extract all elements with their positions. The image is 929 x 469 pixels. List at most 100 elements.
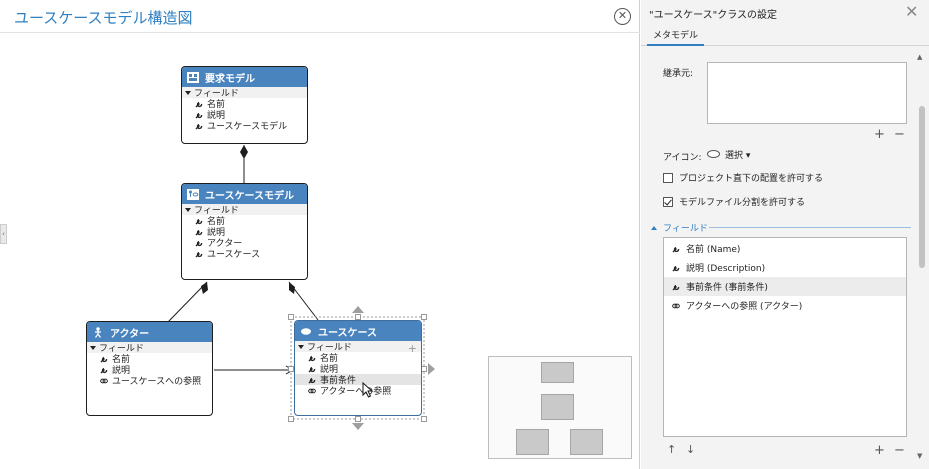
class-node-actor[interactable]: アクター フィールド 名前 説明 ユースケースへの参照	[86, 321, 213, 416]
class-node-requirement-model[interactable]: 要求モデル フィールド 名前 説明 ユースケースモデル	[181, 66, 308, 144]
class-node-header[interactable]: 要求モデル	[182, 67, 307, 87]
fields-toggle[interactable]: フィールド	[182, 87, 307, 99]
resize-handle[interactable]	[355, 416, 361, 422]
field-row[interactable]: 説明	[182, 109, 307, 121]
field-row[interactable]: 説明	[182, 226, 307, 238]
resize-down-arrow	[352, 423, 364, 430]
fields-section-header[interactable]: フィールド	[651, 221, 708, 234]
class-node-header[interactable]: ユースケース	[295, 321, 421, 341]
field-row[interactable]: 名前	[87, 353, 212, 365]
field-row[interactable]: 名前	[182, 98, 307, 110]
field-list-label: アクターへの参照 (アクター)	[686, 302, 803, 312]
resize-handle[interactable]	[421, 314, 427, 320]
ellipse-icon	[301, 327, 311, 335]
resize-handle[interactable]	[355, 314, 361, 320]
checkbox-label: モデルファイル分割を許可する	[679, 198, 806, 208]
resize-handle[interactable]	[288, 416, 294, 422]
close-icon[interactable]: ✕	[614, 8, 631, 25]
field-name: ユースケースモデル	[207, 122, 288, 132]
field-row[interactable]: 名前	[182, 215, 307, 227]
inherit-list[interactable]	[707, 62, 907, 124]
allow-project-root-checkbox-row[interactable]: プロジェクト直下の配置を許可する	[663, 171, 823, 184]
move-up-button[interactable]: ↑	[667, 443, 677, 456]
field-name: ユースケースへの参照	[112, 377, 202, 387]
field-name: 名前	[112, 355, 131, 365]
fields-toggle[interactable]: フィールド	[182, 204, 307, 216]
wrench-icon	[195, 112, 203, 118]
close-icon[interactable]: ✕	[905, 2, 919, 21]
fields-toggle[interactable]: フィールド	[87, 342, 212, 354]
field-name: 名前	[207, 217, 226, 227]
field-row[interactable]: ユースケースへの参照	[87, 375, 212, 387]
link-icon	[100, 378, 108, 383]
resize-handle[interactable]	[421, 416, 427, 422]
scrollbar-thumb[interactable]	[919, 106, 925, 268]
fields-label: フィールド	[307, 343, 352, 353]
class-node-header[interactable]: ユースケースモデル	[182, 184, 307, 204]
wrench-icon	[672, 246, 680, 252]
composition-diamond	[201, 282, 208, 294]
wrench-icon	[672, 265, 680, 271]
wrench-icon	[195, 218, 203, 224]
move-down-button[interactable]: ↓	[686, 443, 696, 456]
fields-section-label: フィールド	[663, 224, 708, 234]
wrench-icon	[100, 356, 108, 362]
field-row[interactable]: 事前条件	[295, 374, 421, 386]
checkbox-label: プロジェクト直下の配置を許可する	[679, 174, 824, 184]
field-name: 名前	[207, 100, 226, 110]
resize-handle[interactable]	[288, 366, 294, 372]
add-field-button[interactable]: +	[407, 342, 417, 355]
field-list-label: 説明 (Description)	[686, 264, 766, 274]
resize-handle[interactable]	[288, 314, 294, 320]
link-icon	[308, 388, 316, 393]
field-row[interactable]: 名前	[295, 352, 421, 364]
remove-inherit-button[interactable]: −	[894, 127, 905, 142]
field-row[interactable]: 説明	[295, 363, 421, 375]
wrench-icon	[195, 229, 203, 235]
fields-list[interactable]: 名前 (Name) 説明 (Description) 事前条件 (事前条件) ア…	[663, 237, 907, 437]
ellipse-icon	[707, 150, 720, 158]
field-name: 説明	[112, 366, 131, 376]
icon-select-dropdown[interactable]: 選択 ▾	[725, 151, 751, 161]
class-node-usecase[interactable]: ユースケース フィールド + 名前 説明 事前条件 アクターへの参照	[294, 320, 422, 416]
title-divider	[0, 32, 640, 33]
field-name: アクターへの参照	[320, 387, 392, 397]
add-inherit-button[interactable]: +	[874, 127, 885, 142]
minimap[interactable]	[488, 356, 632, 459]
collapse-handle[interactable]: ‹	[0, 224, 7, 244]
wrench-icon	[308, 377, 316, 383]
icon-label: アイコン:	[663, 153, 702, 163]
scroll-down-arrow-icon[interactable]: ▼	[917, 452, 923, 460]
allow-file-split-checkbox-row[interactable]: モデルファイル分割を許可する	[663, 195, 805, 208]
composition-diamond	[289, 282, 295, 294]
field-list-item[interactable]: 事前条件 (事前条件)	[664, 277, 906, 296]
field-name: アクター	[207, 239, 243, 249]
class-node-header[interactable]: アクター	[87, 322, 212, 342]
allow-project-root-checkbox[interactable]	[663, 172, 673, 183]
field-list-label: 名前 (Name)	[686, 245, 741, 255]
field-row[interactable]: ユースケースモデル	[182, 120, 307, 132]
fields-label: フィールド	[194, 89, 239, 99]
field-row[interactable]: ユースケース	[182, 248, 307, 260]
collapse-arrow-icon	[90, 345, 96, 350]
wrench-icon	[195, 101, 203, 107]
field-row[interactable]: アクター	[182, 237, 307, 249]
tab-metamodel[interactable]: メタモデル	[647, 30, 705, 46]
allow-file-split-checkbox[interactable]	[663, 196, 673, 207]
add-field-button[interactable]: +	[874, 443, 885, 458]
fields-toggle[interactable]: フィールド	[295, 341, 421, 353]
field-row[interactable]: アクターへの参照	[295, 385, 421, 397]
wrench-icon	[308, 355, 316, 361]
class-node-usecase-model[interactable]: ユースケースモデル フィールド 名前 説明 アクター ユースケース	[181, 183, 308, 280]
class-node-title: 要求モデル	[205, 73, 255, 85]
remove-field-button[interactable]: −	[894, 443, 905, 458]
field-list-item[interactable]: 説明 (Description)	[664, 258, 906, 277]
panel-title: "ユースケース"クラスの設定	[649, 10, 777, 21]
scroll-up-arrow-icon[interactable]: ▲	[917, 53, 923, 61]
field-row[interactable]: 説明	[87, 364, 212, 376]
field-name: 事前条件	[320, 376, 357, 386]
fields-label: フィールド	[99, 344, 144, 354]
field-list-item[interactable]: アクターへの参照 (アクター)	[664, 296, 906, 315]
field-list-item[interactable]: 名前 (Name)	[664, 239, 906, 258]
inherit-label: 継承元:	[663, 69, 694, 79]
